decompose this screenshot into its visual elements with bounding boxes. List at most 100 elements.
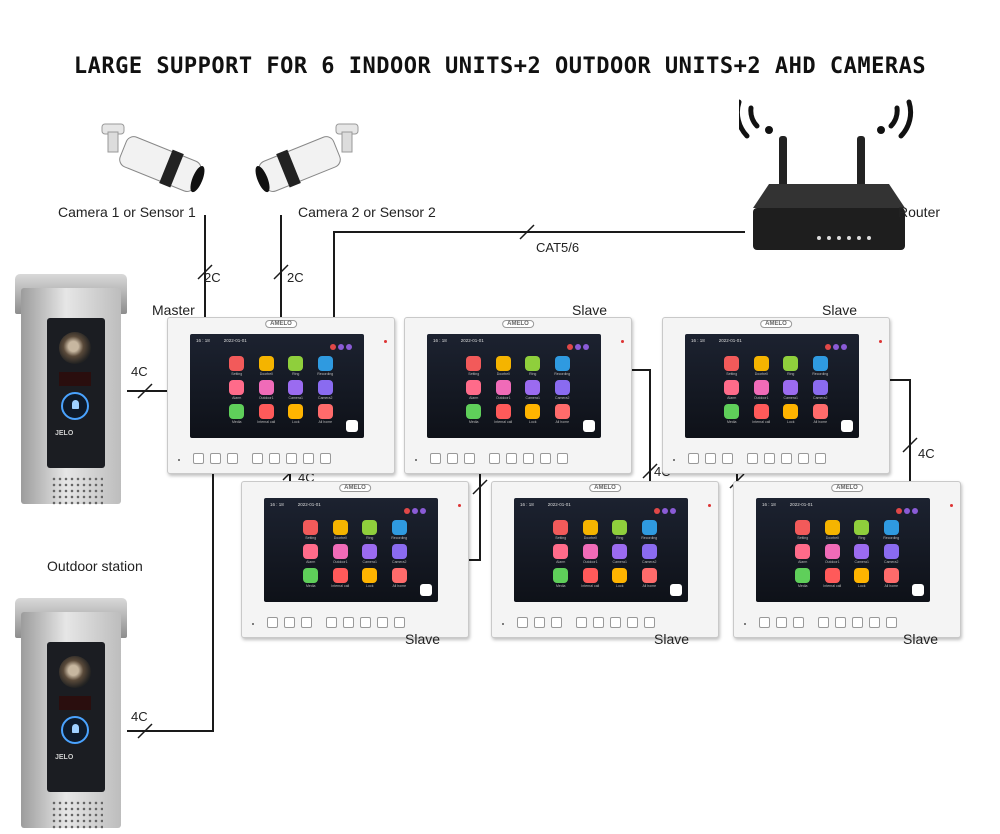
talk-button[interactable] bbox=[343, 617, 354, 628]
app-camera1[interactable]: Camera1 bbox=[281, 380, 311, 400]
talk-button[interactable] bbox=[593, 617, 604, 628]
scene-button[interactable] bbox=[377, 617, 388, 628]
app-recording[interactable]: Recording bbox=[877, 520, 907, 540]
app-doorbell[interactable]: Doorbell bbox=[576, 520, 606, 540]
exit-icon[interactable] bbox=[346, 420, 358, 432]
app-ring[interactable]: Ring bbox=[847, 520, 877, 540]
app-outdoor1[interactable]: Outdoor1 bbox=[326, 544, 356, 564]
unlock-button[interactable] bbox=[722, 453, 733, 464]
lock-button[interactable] bbox=[523, 453, 534, 464]
door-button[interactable] bbox=[394, 617, 405, 628]
app-doorbell[interactable]: Doorbell bbox=[818, 520, 848, 540]
app-recording[interactable]: Recording bbox=[548, 356, 578, 376]
exit-icon[interactable] bbox=[670, 584, 682, 596]
app-internal-call[interactable]: Internal call bbox=[747, 404, 777, 424]
door-button[interactable] bbox=[886, 617, 897, 628]
app-setting[interactable]: Setting bbox=[546, 520, 576, 540]
app-outdoor1[interactable]: Outdoor1 bbox=[818, 544, 848, 564]
app-ring[interactable]: Ring bbox=[518, 356, 548, 376]
app-recording[interactable]: Recording bbox=[806, 356, 836, 376]
home-button[interactable] bbox=[430, 453, 441, 464]
app-alarm[interactable]: Alarm bbox=[459, 380, 489, 400]
lock-button[interactable] bbox=[610, 617, 621, 628]
exit-icon[interactable] bbox=[420, 584, 432, 596]
home-button[interactable] bbox=[517, 617, 528, 628]
door-button[interactable] bbox=[815, 453, 826, 464]
scene-button[interactable] bbox=[303, 453, 314, 464]
exit-icon[interactable] bbox=[912, 584, 924, 596]
door-button[interactable] bbox=[320, 453, 331, 464]
app-ring[interactable]: Ring bbox=[605, 520, 635, 540]
monitor-button[interactable] bbox=[534, 617, 545, 628]
lock-button[interactable] bbox=[286, 453, 297, 464]
menu-button[interactable] bbox=[747, 453, 758, 464]
app-camera2[interactable]: Camera2 bbox=[635, 544, 665, 564]
app-camera2[interactable]: Camera2 bbox=[385, 544, 415, 564]
app-all-home[interactable]: All home bbox=[806, 404, 836, 424]
app-lock[interactable]: Lock bbox=[847, 568, 877, 588]
exit-icon[interactable] bbox=[583, 420, 595, 432]
home-button[interactable] bbox=[759, 617, 770, 628]
app-all-home[interactable]: All home bbox=[548, 404, 578, 424]
app-media[interactable]: Media bbox=[717, 404, 747, 424]
app-lock[interactable]: Lock bbox=[518, 404, 548, 424]
app-lock[interactable]: Lock bbox=[355, 568, 385, 588]
unlock-button[interactable] bbox=[227, 453, 238, 464]
app-setting[interactable]: Setting bbox=[296, 520, 326, 540]
app-camera2[interactable]: Camera2 bbox=[548, 380, 578, 400]
app-internal-call[interactable]: Internal call bbox=[326, 568, 356, 588]
app-camera2[interactable]: Camera2 bbox=[806, 380, 836, 400]
menu-button[interactable] bbox=[576, 617, 587, 628]
menu-button[interactable] bbox=[252, 453, 263, 464]
scene-button[interactable] bbox=[627, 617, 638, 628]
app-setting[interactable]: Setting bbox=[788, 520, 818, 540]
app-doorbell[interactable]: Doorbell bbox=[489, 356, 519, 376]
app-internal-call[interactable]: Internal call bbox=[489, 404, 519, 424]
app-setting[interactable]: Setting bbox=[222, 356, 252, 376]
app-all-home[interactable]: All home bbox=[877, 568, 907, 588]
app-ring[interactable]: Ring bbox=[281, 356, 311, 376]
door-button[interactable] bbox=[644, 617, 655, 628]
app-internal-call[interactable]: Internal call bbox=[818, 568, 848, 588]
unlock-button[interactable] bbox=[793, 617, 804, 628]
lock-button[interactable] bbox=[852, 617, 863, 628]
menu-button[interactable] bbox=[489, 453, 500, 464]
app-camera1[interactable]: Camera1 bbox=[518, 380, 548, 400]
monitor-button[interactable] bbox=[705, 453, 716, 464]
unlock-button[interactable] bbox=[301, 617, 312, 628]
scene-button[interactable] bbox=[798, 453, 809, 464]
app-outdoor1[interactable]: Outdoor1 bbox=[252, 380, 282, 400]
app-alarm[interactable]: Alarm bbox=[222, 380, 252, 400]
app-recording[interactable]: Recording bbox=[385, 520, 415, 540]
app-camera1[interactable]: Camera1 bbox=[355, 544, 385, 564]
unlock-button[interactable] bbox=[551, 617, 562, 628]
app-camera1[interactable]: Camera1 bbox=[847, 544, 877, 564]
app-setting[interactable]: Setting bbox=[459, 356, 489, 376]
app-camera2[interactable]: Camera2 bbox=[311, 380, 341, 400]
app-camera1[interactable]: Camera1 bbox=[776, 380, 806, 400]
app-ring[interactable]: Ring bbox=[355, 520, 385, 540]
app-outdoor1[interactable]: Outdoor1 bbox=[489, 380, 519, 400]
home-button[interactable] bbox=[688, 453, 699, 464]
lock-button[interactable] bbox=[360, 617, 371, 628]
app-all-home[interactable]: All home bbox=[311, 404, 341, 424]
app-setting[interactable]: Setting bbox=[717, 356, 747, 376]
menu-button[interactable] bbox=[818, 617, 829, 628]
app-lock[interactable]: Lock bbox=[776, 404, 806, 424]
scene-button[interactable] bbox=[540, 453, 551, 464]
app-camera2[interactable]: Camera2 bbox=[877, 544, 907, 564]
app-alarm[interactable]: Alarm bbox=[546, 544, 576, 564]
app-recording[interactable]: Recording bbox=[635, 520, 665, 540]
monitor-button[interactable] bbox=[210, 453, 221, 464]
app-media[interactable]: Media bbox=[546, 568, 576, 588]
app-alarm[interactable]: Alarm bbox=[296, 544, 326, 564]
app-camera1[interactable]: Camera1 bbox=[605, 544, 635, 564]
app-media[interactable]: Media bbox=[788, 568, 818, 588]
app-all-home[interactable]: All home bbox=[635, 568, 665, 588]
app-media[interactable]: Media bbox=[222, 404, 252, 424]
home-button[interactable] bbox=[193, 453, 204, 464]
app-alarm[interactable]: Alarm bbox=[788, 544, 818, 564]
call-button[interactable] bbox=[61, 716, 89, 744]
app-media[interactable]: Media bbox=[459, 404, 489, 424]
app-outdoor1[interactable]: Outdoor1 bbox=[747, 380, 777, 400]
